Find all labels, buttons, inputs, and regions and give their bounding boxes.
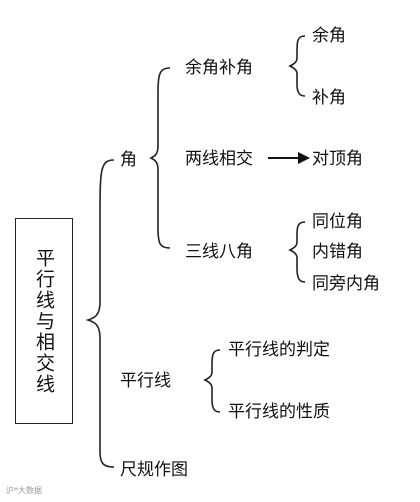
brace-three-lines [288,221,306,283]
node-three-lines-eight-angles: 三线八角 [185,242,253,262]
node-parallel-lines: 平行线 [120,371,171,391]
root-node-box: 平行线与相交线 [15,218,73,424]
node-ruler-construction: 尺规作图 [120,460,188,480]
node-supplementary-angle: 补角 [312,88,346,108]
node-alternate-interior-angle: 内错角 [312,242,363,262]
root-node-label: 平行线与相交线 [33,247,55,395]
node-angle: 角 [120,150,137,170]
node-vertical-angle: 对顶角 [312,149,363,169]
brace-angle [149,67,171,249]
brace-comp-supp [288,35,306,97]
arrow-head [298,152,310,164]
node-two-lines-intersect: 两线相交 [185,149,253,169]
brace-parallel [203,349,221,413]
node-same-side-interior-angle: 同旁内角 [312,274,380,294]
node-corresponding-angle: 同位角 [312,212,363,232]
watermark: 沪*大数据 [6,486,42,495]
node-parallel-properties: 平行线的性质 [228,402,330,422]
node-complementary-supplementary: 余角补角 [185,58,253,78]
node-complementary-angle: 余角 [312,26,346,46]
node-parallel-criteria: 平行线的判定 [228,340,330,360]
brace-root [85,159,115,468]
